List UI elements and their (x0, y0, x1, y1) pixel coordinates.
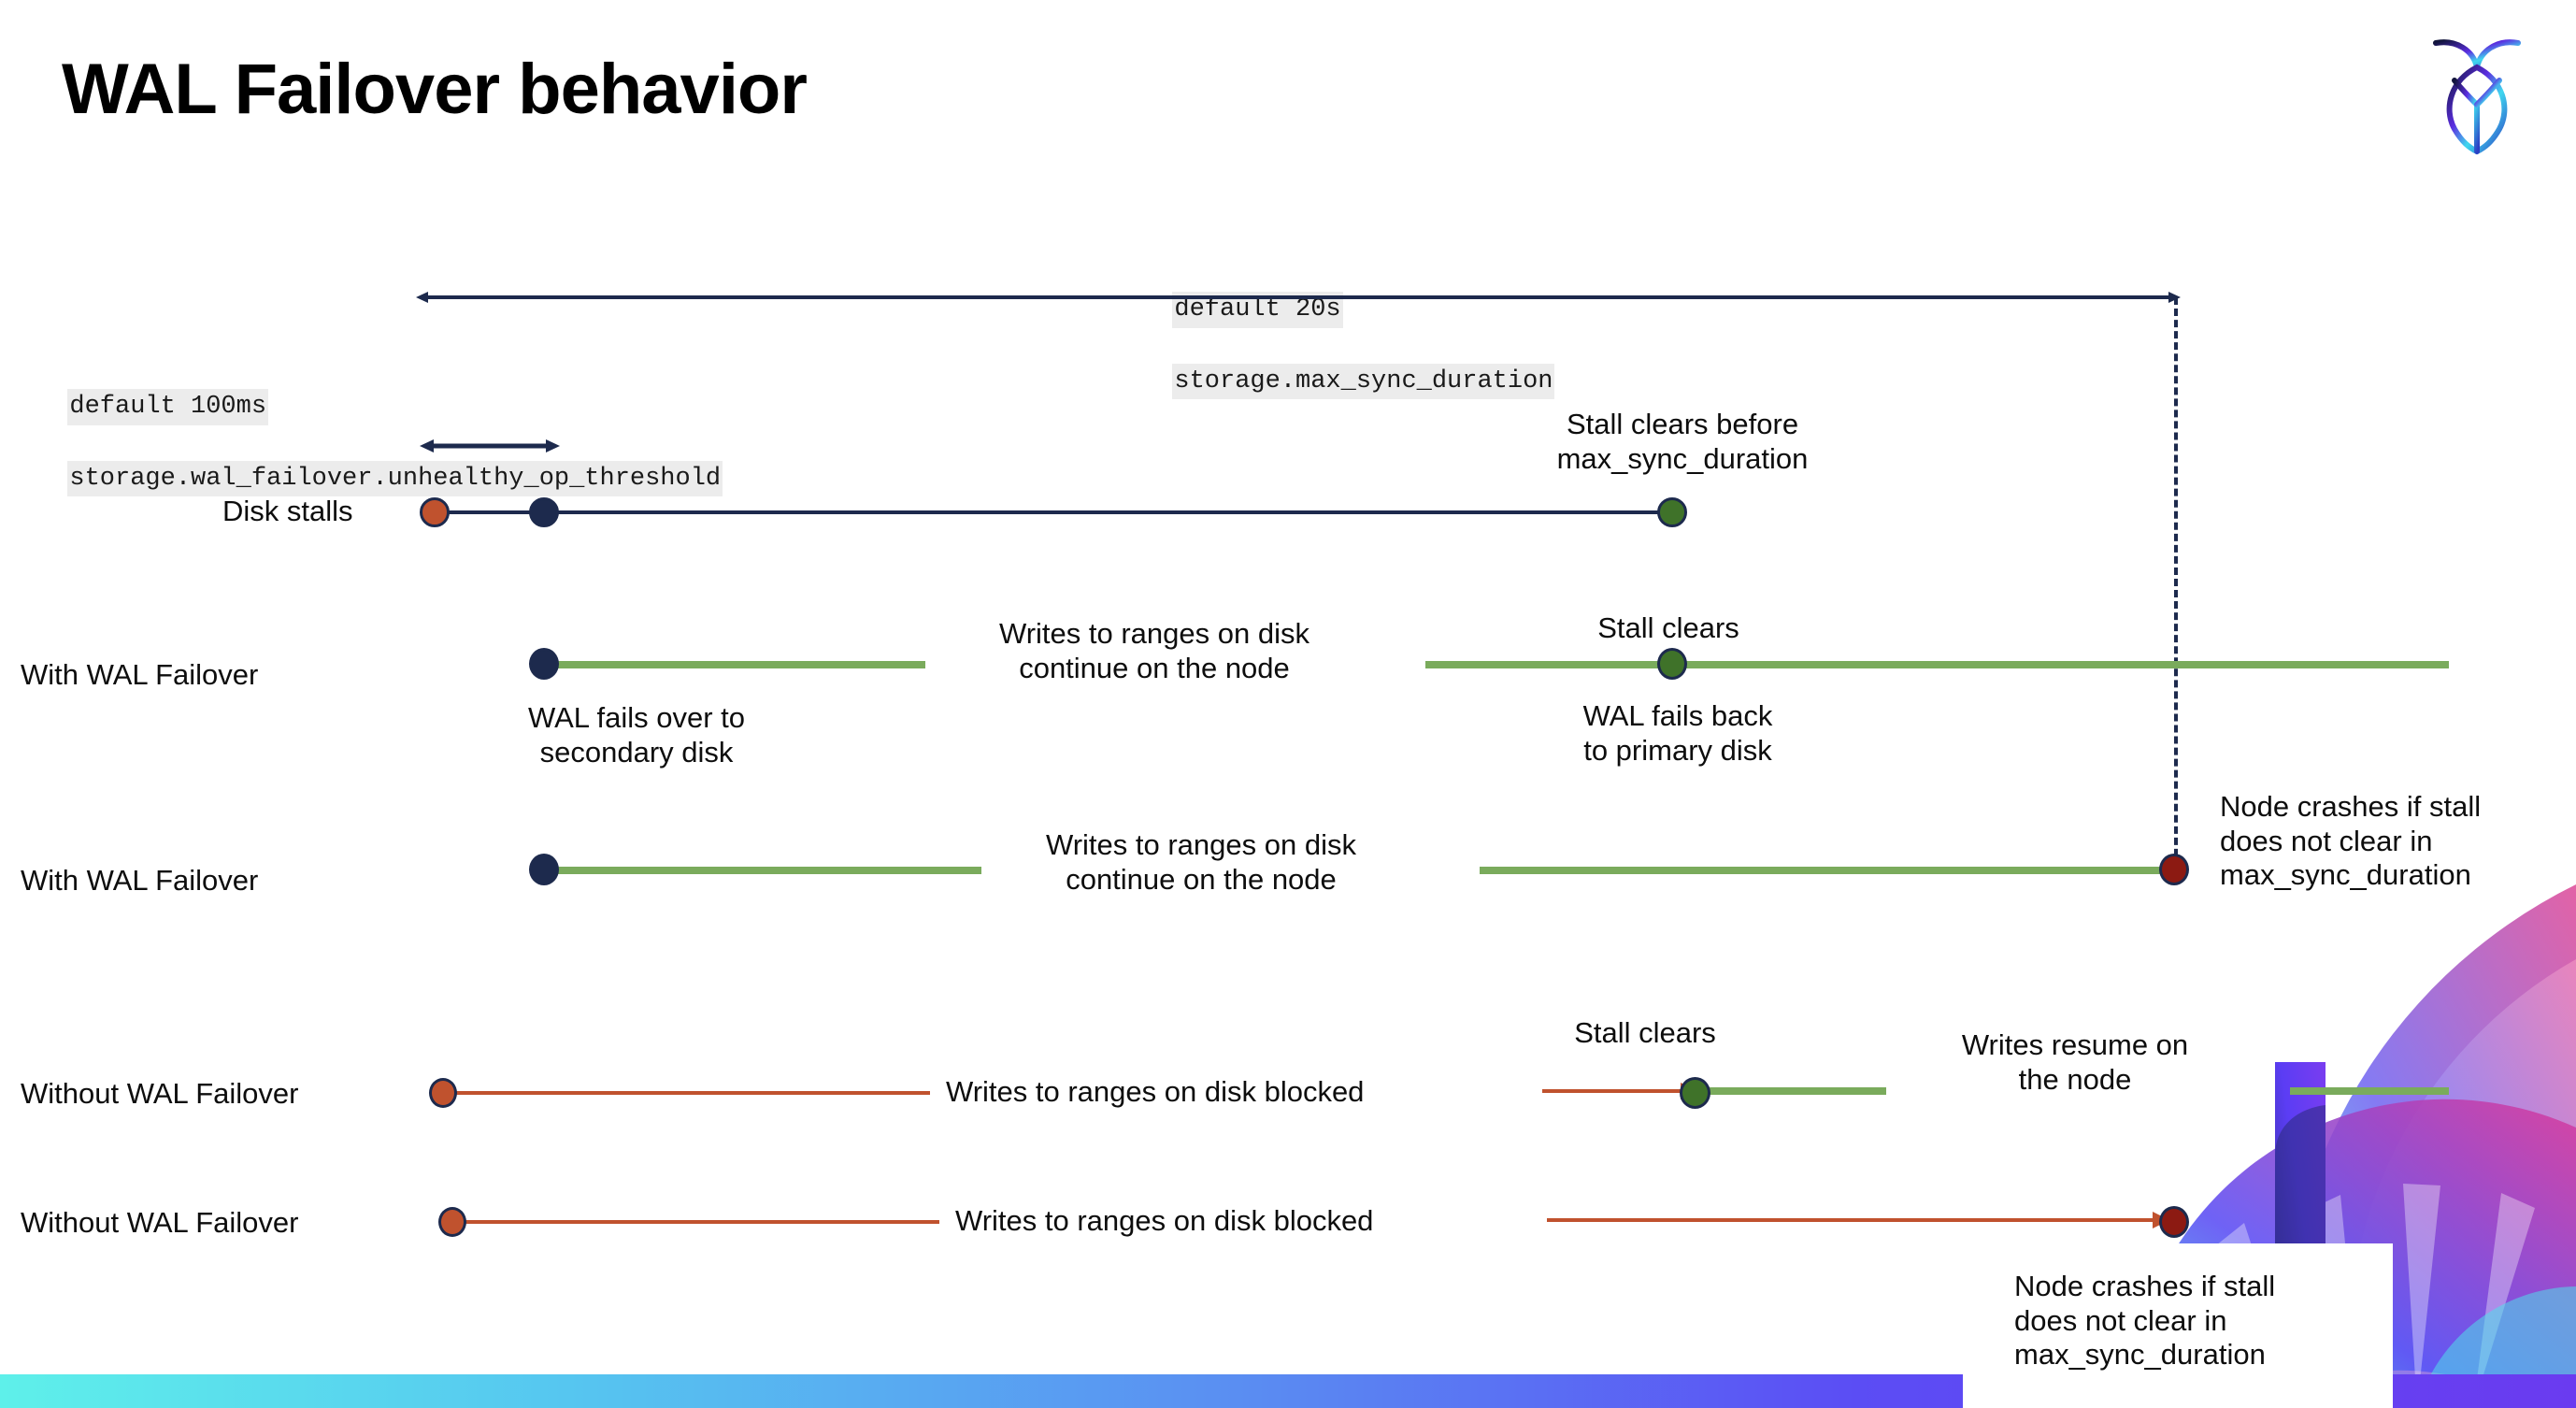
page-title: WAL Failover behavior (62, 50, 808, 129)
timeline-arrow-row5-blocked-right (1547, 1212, 2169, 1228)
timeline-arrow-row4-blocked-right (1542, 1083, 1697, 1099)
annotation-writes-blocked-row4: Writes to ranges on disk blocked (946, 1075, 1365, 1108)
code-label-unhealthy-op-threshold: default 100ms storage.wal_failover.unhea… (37, 353, 723, 497)
unhealthy-op-threshold-name: storage.wal_failover.unhealthy_op_thresh… (67, 460, 723, 497)
timeline-line-row2-left (551, 661, 925, 668)
marker-failover-row3 (529, 854, 559, 885)
row-label-with-wal-failover-2: With WAL Failover (21, 864, 259, 897)
annotation-stall-clears-row2: Stall clears (1597, 611, 1739, 644)
annotation-writes-continue-row2: Writes to ranges on disk continue on the… (999, 617, 1309, 684)
timeline-line-row4-blocked-left (449, 1091, 930, 1095)
timeline-line-row4-resume (1709, 1087, 1886, 1095)
annotation-wal-fails-back: WAL fails back to primary disk (1582, 699, 1773, 767)
row-label-with-wal-failover-1: With WAL Failover (21, 658, 259, 691)
marker-stall-clear-row2 (1657, 648, 1687, 680)
timeline-line-row3-left (551, 867, 981, 874)
marker-node-crash-row3 (2159, 854, 2189, 885)
timeline-line-row2-right (1425, 661, 2449, 668)
annotation-node-crashes-row5: Node crashes if stall does not clear in … (2014, 1270, 2276, 1372)
timeline-line-row4-resume-far (2290, 1087, 2449, 1095)
marker-stall-start-row1 (420, 497, 450, 527)
timeline-line-disk-stalls (439, 510, 1682, 514)
annotation-stall-clears-row4: Stall clears (1574, 1016, 1716, 1049)
annotation-node-crashes-row3: Node crashes if stall does not clear in … (2220, 790, 2482, 892)
marker-stall-start-row5 (438, 1207, 466, 1237)
annotation-writes-resume: Writes resume on the node (1961, 1028, 2189, 1096)
annotation-stall-clears-before: Stall clears before max_sync_duration (1556, 408, 1809, 475)
marker-stall-clear-row4 (1680, 1077, 1710, 1109)
max-sync-duration-span-arrow (416, 292, 2181, 303)
marker-stall-clear-row1 (1657, 497, 1687, 527)
node-crashes-caption-backdrop (1963, 1243, 2393, 1408)
marker-node-crash-row5 (2159, 1206, 2189, 1238)
annotation-writes-blocked-row5: Writes to ranges on disk blocked (955, 1204, 1374, 1237)
unhealthy-op-threshold-default: default 100ms (67, 389, 269, 425)
row-label-without-wal-failover-1: Without WAL Failover (21, 1077, 299, 1110)
marker-failover-row2 (529, 648, 559, 680)
timeline-line-row5-blocked-left (458, 1220, 939, 1224)
marker-failover-row1 (529, 497, 559, 527)
max-sync-duration-dashed-connector (2174, 297, 2178, 879)
marker-stall-start-row4 (429, 1078, 457, 1108)
annotation-wal-fails-over: WAL fails over to secondary disk (527, 701, 745, 769)
cockroachdb-logo-icon (2423, 22, 2531, 163)
row-label-disk-stalls: Disk stalls (222, 495, 353, 527)
unhealthy-op-threshold-span-arrow (420, 439, 560, 453)
timeline-line-row3-right (1480, 867, 2176, 874)
annotation-writes-continue-row3: Writes to ranges on disk continue on the… (1046, 828, 1356, 896)
row-label-without-wal-failover-2: Without WAL Failover (21, 1206, 299, 1239)
max-sync-duration-name: storage.max_sync_duration (1172, 363, 1555, 400)
